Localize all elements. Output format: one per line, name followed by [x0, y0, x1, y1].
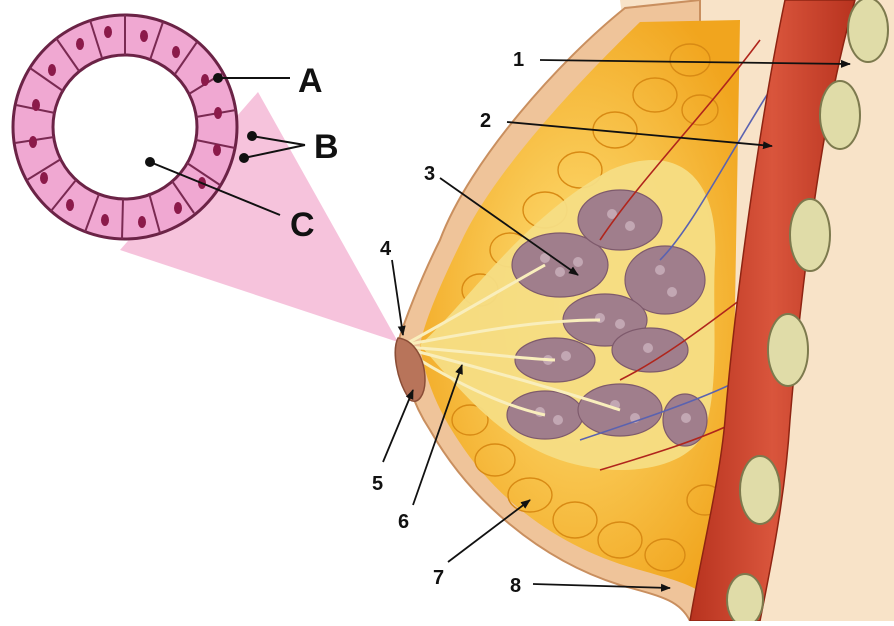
label-8: 8	[510, 575, 521, 597]
label-5: 5	[372, 473, 383, 495]
label-b: B	[314, 128, 339, 166]
label-a: A	[298, 62, 323, 100]
alveolus-cross-section-icon	[13, 15, 237, 239]
label-7: 7	[433, 567, 444, 589]
arrow-4-icon	[392, 260, 403, 335]
label-3: 3	[424, 163, 435, 185]
label-c: C	[290, 206, 315, 244]
arrow-5-icon	[383, 390, 413, 462]
label-6: 6	[398, 511, 409, 533]
label-4: 4	[380, 238, 392, 260]
label-1: 1	[513, 49, 524, 71]
label-2: 2	[480, 110, 491, 132]
